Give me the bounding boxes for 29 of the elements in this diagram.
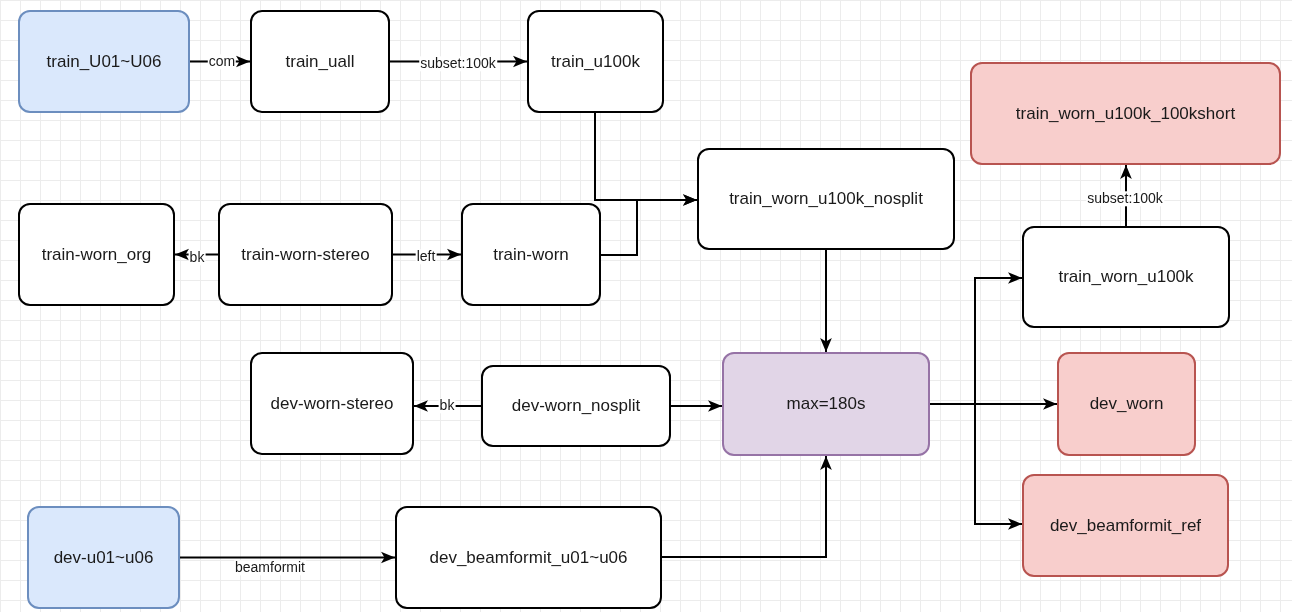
edge-label: bk (188, 250, 206, 266)
output-box: dev_beamformit_ref (1022, 474, 1229, 577)
process-box: dev-worn_nosplit (481, 365, 671, 447)
process-box: train-worn_org (18, 203, 175, 306)
edge-label: subset:100k (419, 56, 497, 72)
process-box: train-worn (461, 203, 601, 306)
edge-label: com (207, 54, 237, 70)
process-box: train_u100k (527, 10, 664, 113)
filter-box: max=180s (722, 352, 930, 456)
process-box: train_worn_u100k_nosplit (697, 148, 955, 250)
output-box: train_worn_u100k_100kshort (970, 62, 1281, 165)
arrow (179, 551, 396, 564)
edge-label: subset:100k (1086, 191, 1164, 207)
output-box: dev_worn (1057, 352, 1196, 456)
edge-label: left (415, 249, 437, 265)
process-box: dev_beamformit_u01~u06 (395, 506, 662, 609)
source-box: train_U01~U06 (18, 10, 190, 113)
process-box: dev-worn-stereo (250, 352, 414, 455)
arrow (661, 455, 832, 558)
arrow (929, 403, 1023, 530)
arrow (820, 249, 832, 353)
arrow (600, 194, 698, 256)
process-box: train-worn-stereo (218, 203, 393, 306)
process-box: train_worn_u100k (1022, 226, 1230, 328)
source-box: dev-u01~u06 (27, 506, 180, 609)
edge-label: bk (438, 398, 456, 414)
process-box: train_uall (250, 10, 390, 113)
edge-label: beamformit (234, 560, 306, 576)
arrow (670, 400, 723, 412)
